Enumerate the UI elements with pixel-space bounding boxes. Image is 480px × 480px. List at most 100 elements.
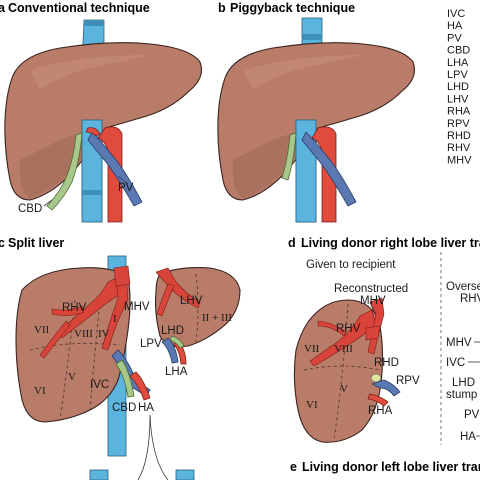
legend-item-pv: PV	[447, 32, 462, 44]
panel-b-letter: b	[218, 1, 226, 15]
panel-e-title: e Living donor left lobe liver transpl	[290, 460, 480, 474]
panel-d-title: d Living donor right lobe liver transp	[288, 236, 480, 250]
mhv-leader	[369, 301, 375, 313]
piggyback-anastomosis	[302, 34, 322, 40]
panel-c-title-text: Split liver	[8, 236, 64, 250]
rpv-d	[370, 379, 401, 397]
segment-vii-d: VII	[304, 343, 320, 355]
legend-item-mhv: MHV	[447, 154, 472, 166]
panel-e-title-text: Living donor left lobe liver transpl	[302, 460, 480, 474]
label-given-to-recipient: Given to recipient	[306, 259, 396, 271]
label-lhd: LHD	[161, 325, 184, 337]
hepatic-artery-branch	[85, 127, 101, 137]
segment-line-2	[59, 299, 76, 421]
panel-d-title-text: Living donor right lobe liver transp	[301, 236, 480, 250]
label-cbd-split: CBD	[112, 402, 136, 414]
label-rhv-right: RHV	[460, 293, 480, 305]
bile-duct-split	[115, 359, 135, 398]
rhv-branch-2	[39, 320, 71, 359]
panel-b-illustration	[217, 17, 416, 223]
pv-leader	[117, 175, 129, 185]
hepatic-artery-split	[129, 371, 151, 401]
label-stump: stump	[446, 389, 477, 401]
panel-b-title-text: Piggyback technique	[230, 1, 355, 15]
segment-line-d1	[303, 365, 381, 371]
label-overse: Overse	[446, 281, 480, 293]
rha-d	[367, 393, 389, 407]
ivc-lower-stub-right	[175, 469, 195, 480]
segment-i: I	[113, 313, 117, 325]
label-pv: PV	[118, 182, 134, 194]
liver-piggyback-highlight	[243, 55, 363, 90]
reconstructed-mhv	[367, 297, 385, 355]
panel-c-title: c Split liver	[0, 236, 64, 250]
panel-a-illustration: CBD PV	[4, 19, 203, 223]
label-rha: RHA	[368, 405, 393, 417]
segment-line-3	[89, 299, 101, 411]
legend-item-rpv: RPV	[447, 118, 470, 130]
bile-duct-piggyback	[281, 132, 297, 181]
label-cbd: CBD	[18, 203, 42, 215]
segment-line-left	[195, 273, 199, 343]
label-lha: LHA	[165, 366, 188, 378]
panel-d-illustration: Given to recipient Reconstructed MHV RHV…	[293, 252, 480, 445]
legend-item-ivc: IVC	[447, 8, 465, 20]
label-pv-right: PV	[464, 409, 480, 421]
portal-vein-piggyback	[301, 131, 357, 207]
panel-a-title-text: Conventional technique	[8, 1, 150, 15]
panel-b-title: b Piggyback technique	[218, 1, 355, 15]
label-mhv: MHV	[124, 301, 150, 313]
panel-c-letter: c	[0, 236, 5, 250]
left-hepatic-duct	[169, 335, 185, 349]
ivc-lower-anastomosis	[82, 190, 102, 195]
label-rhv: RHV	[62, 302, 87, 314]
segment-ii-iii: II + III	[202, 312, 232, 324]
legend-item-rhd: RHD	[447, 130, 471, 142]
panel-e-letter: e	[290, 460, 297, 474]
cbd-leader	[43, 199, 53, 207]
label-ha-right: HA	[460, 431, 476, 443]
portal-vein	[87, 131, 143, 207]
segment-viii-d: VIII	[334, 343, 353, 355]
panel-d-letter: d	[288, 236, 296, 250]
split-line-right	[149, 414, 169, 480]
lhv-branch	[156, 283, 175, 317]
liver-highlight	[30, 55, 150, 90]
segment-vi-d: VI	[306, 399, 318, 411]
common-bile-duct	[46, 132, 83, 211]
legend-item-cbd: CBD	[447, 45, 470, 57]
rhv-d-branch	[317, 320, 347, 337]
label-lpv: LPV	[140, 338, 162, 350]
panel-a-letter: a	[0, 1, 6, 15]
label-rhv-d: RHV	[336, 323, 361, 335]
ivc-upper-anastomosis	[84, 20, 104, 26]
panel-a-title: a Conventional technique	[0, 1, 150, 15]
legend-item-rhv: RHV	[447, 142, 471, 154]
right-hepatic-vein	[55, 275, 125, 339]
legend-item-lhd: LHD	[447, 81, 469, 93]
segment-vii: VII	[34, 324, 50, 336]
label-ha-split: HA	[138, 402, 154, 414]
aorta-piggyback	[311, 126, 337, 223]
label-lhv: LHV	[180, 295, 203, 307]
legend-item-lha: LHA	[447, 57, 469, 69]
mhv-top	[113, 265, 131, 287]
panel-c-illustration: VII VIII IV V VI I II + III RHV MHV IVC …	[15, 255, 241, 480]
aorta	[97, 126, 123, 223]
label-ivc: IVC	[90, 379, 109, 391]
ivc-lower-stub-left	[89, 469, 109, 480]
segment-vi: VI	[34, 385, 46, 397]
label-reconstructed-mhv: MHV	[360, 295, 386, 307]
label-mhv-right: MHV	[446, 337, 472, 349]
label-rpv: RPV	[396, 375, 420, 387]
rhv-branch-1	[51, 305, 85, 316]
segment-viii: VIII	[74, 328, 93, 340]
left-portal-vein	[161, 337, 179, 364]
legend-item-lhv: LHV	[447, 93, 469, 105]
rhd-stump	[370, 373, 382, 383]
reconstructed-mhv-tip	[365, 325, 381, 341]
label-rhd: RHD	[374, 357, 399, 369]
segment-v-d: V	[340, 383, 348, 395]
label-ivc-right: IVC	[446, 357, 465, 369]
